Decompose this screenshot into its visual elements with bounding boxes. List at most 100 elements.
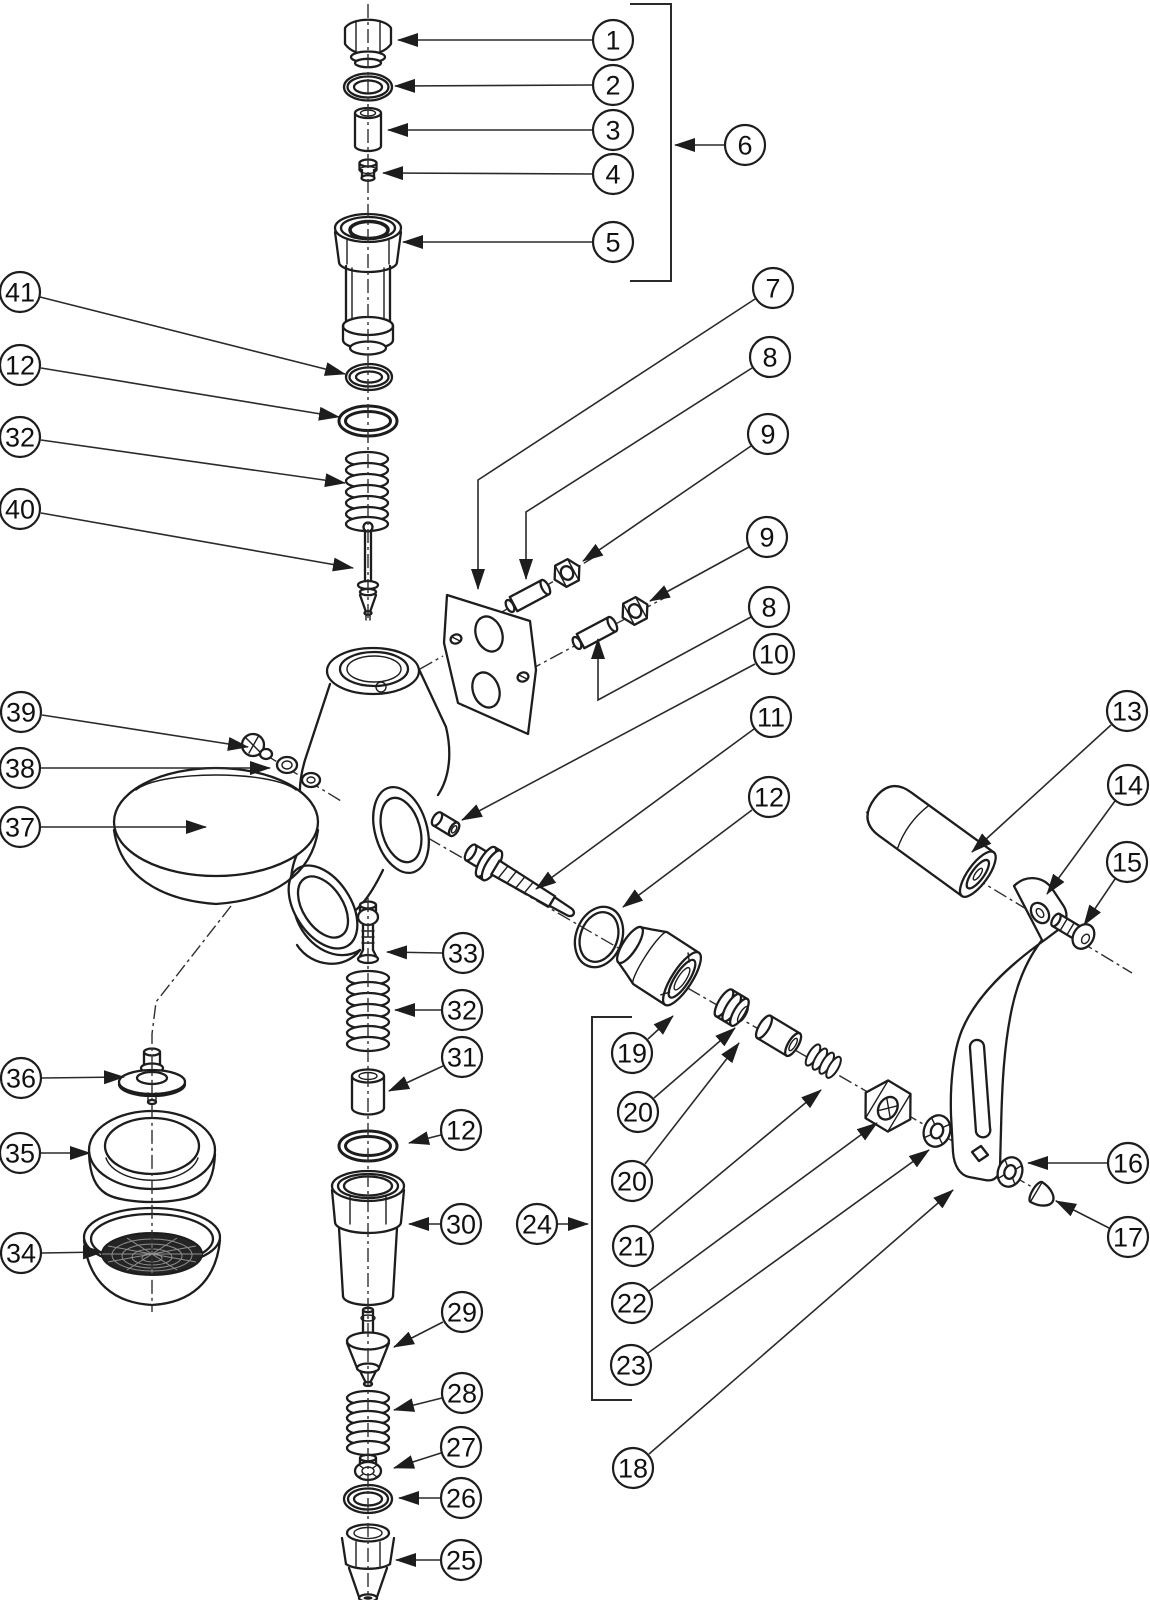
balloon-label-21: 21 xyxy=(618,1232,648,1262)
balloon-10-11 xyxy=(752,632,796,676)
leader-31 xyxy=(388,1065,444,1092)
leader-4 xyxy=(382,166,593,181)
balloon-label-35: 35 xyxy=(5,1139,35,1169)
leader-10 xyxy=(461,663,756,821)
centerlines-over xyxy=(151,4,369,1596)
balloon-12-13 xyxy=(747,775,791,819)
leader-19 xyxy=(647,1015,674,1040)
balloon-21-23 xyxy=(611,1224,655,1268)
leader-21 xyxy=(648,1089,822,1234)
leader-8 xyxy=(519,367,753,580)
balloon-14-15 xyxy=(1106,763,1150,807)
balloon-35-38 xyxy=(0,1131,42,1175)
axis-left-assembly xyxy=(151,905,232,1312)
balloon-2-1 xyxy=(591,63,635,107)
leader-13 xyxy=(971,724,1112,853)
balloon-34-37 xyxy=(0,1231,43,1275)
leader-41 xyxy=(39,296,346,376)
balloon-label-37: 37 xyxy=(5,813,35,843)
balloon-label-12: 12 xyxy=(5,351,35,381)
seal-stack-20 xyxy=(713,988,750,1028)
balloon-label-36: 36 xyxy=(6,1064,36,1094)
hex-cap-1 xyxy=(343,18,393,69)
balloon-label-2: 2 xyxy=(605,71,620,101)
bracket-group-1-to-5 xyxy=(630,3,672,282)
cartridge-19 xyxy=(615,925,702,1007)
balloon-label-19: 19 xyxy=(617,1039,647,1069)
lever-arm-14 xyxy=(949,877,1068,1182)
balloon-20-21 xyxy=(616,1090,660,1134)
balloon-label-3: 3 xyxy=(605,116,620,146)
balloon-label-16: 16 xyxy=(1113,1149,1143,1179)
balloon-label-17: 17 xyxy=(1113,1223,1143,1253)
leader-11 xyxy=(535,728,755,890)
balloon-29-31 xyxy=(440,1290,484,1334)
bracket-group-19-to-23 xyxy=(591,1016,632,1401)
pin-10 xyxy=(430,811,461,838)
balloon-12-35 xyxy=(439,1108,483,1152)
balloon-label-1: 1 xyxy=(605,26,620,56)
balloon-12-45 xyxy=(0,343,42,387)
balloon-label-5: 5 xyxy=(605,228,620,258)
balloon-label-29: 29 xyxy=(447,1298,477,1328)
balloon-26-28 xyxy=(439,1476,483,1520)
leader-12 xyxy=(622,809,753,908)
balloon-32-46 xyxy=(0,415,42,459)
balloon-label-11: 11 xyxy=(757,703,785,733)
balloon-label-41: 41 xyxy=(5,278,35,308)
balloon-label-6: 6 xyxy=(737,131,752,161)
balloon-9-9 xyxy=(745,515,789,559)
washer-23 xyxy=(922,1114,952,1148)
balloon-label-8: 8 xyxy=(761,593,776,623)
dome-cap-37 xyxy=(112,766,320,906)
balloon-15-16 xyxy=(1105,840,1149,884)
lever-bottom-hole xyxy=(970,1144,990,1163)
balloon-label-26: 26 xyxy=(446,1484,476,1514)
small-spring-22 xyxy=(804,1043,842,1079)
balloon-label-15: 15 xyxy=(1112,848,1142,878)
balloon-8-10 xyxy=(747,585,791,629)
handle-grip-13 xyxy=(866,784,997,898)
balloon-32-34 xyxy=(440,988,484,1032)
leader-29 xyxy=(393,1321,444,1348)
leader-12 xyxy=(408,1131,442,1145)
balloon-20-22 xyxy=(610,1159,654,1203)
leader-20 xyxy=(653,1027,736,1099)
bolt-8-lower xyxy=(571,615,619,651)
leader-17 xyxy=(1055,1200,1110,1229)
bolt-8-upper xyxy=(504,578,552,614)
balloon-41-44 xyxy=(0,270,42,314)
leader-20 xyxy=(644,1042,740,1165)
balloon-4-3 xyxy=(591,152,635,196)
leader-36 xyxy=(41,1070,125,1085)
balloon-18-19 xyxy=(611,1446,655,1490)
leader-7 xyxy=(471,298,756,590)
leader-9 xyxy=(582,445,752,562)
balloon-label-27: 27 xyxy=(446,1433,476,1463)
balloon-28-30 xyxy=(440,1371,484,1415)
balloon-label-18: 18 xyxy=(618,1454,648,1484)
balloon-label-14: 14 xyxy=(1113,771,1143,801)
callout-balloons: 1234567899810111213141516171819202021222… xyxy=(0,3,1150,1582)
leader-40 xyxy=(40,512,354,572)
balloon-24-26 xyxy=(515,1202,559,1246)
balloon-label-13: 13 xyxy=(1112,697,1142,727)
screw-15 xyxy=(1050,912,1096,950)
balloon-13-14 xyxy=(1105,689,1149,733)
balloon-39-42 xyxy=(0,690,43,734)
balloon-38-41 xyxy=(0,746,42,790)
bushing-21 xyxy=(754,1014,803,1058)
axis-plate xyxy=(419,655,444,670)
balloon-label-9: 9 xyxy=(760,420,775,450)
leader-22 xyxy=(648,1122,878,1292)
washer-16 xyxy=(996,1156,1024,1188)
balloon-5-4 xyxy=(591,220,635,264)
balloon-25-27 xyxy=(439,1538,483,1582)
balloon-label-39: 39 xyxy=(6,698,36,728)
balloon-33-36 xyxy=(441,931,485,975)
balloon-30-32 xyxy=(439,1202,483,1246)
balloon-40-43 xyxy=(0,487,42,531)
balloon-27-29 xyxy=(439,1425,483,1469)
balloon-label-24: 24 xyxy=(522,1210,552,1240)
